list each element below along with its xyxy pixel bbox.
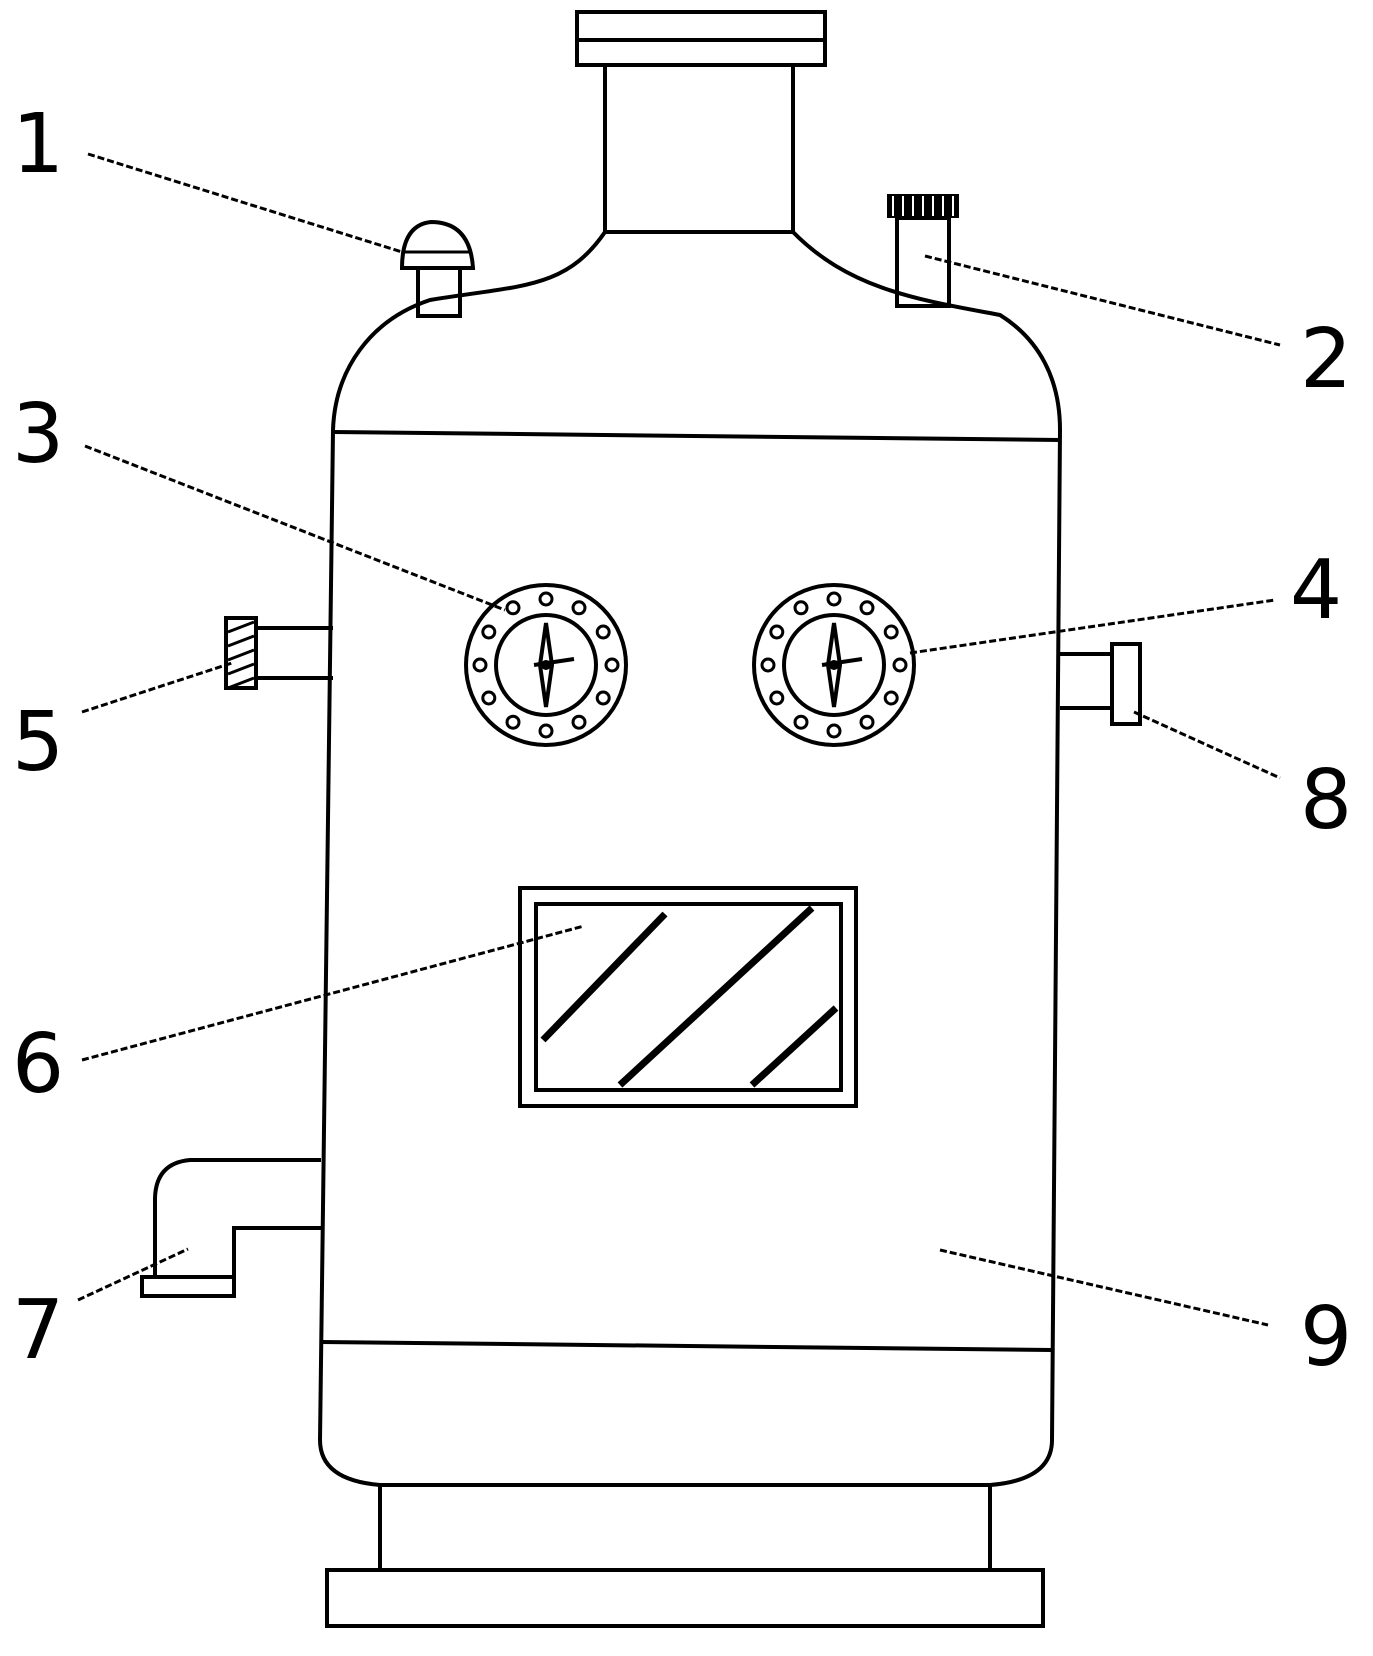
leader-lines bbox=[77, 152, 1281, 1327]
side-nozzle-8 bbox=[1060, 642, 1142, 726]
gauge-tick bbox=[793, 600, 809, 616]
label-7: 7 bbox=[12, 1283, 64, 1378]
gauge-inner-ring bbox=[782, 613, 886, 717]
gauge-tick bbox=[892, 657, 908, 673]
gauge-tick bbox=[505, 600, 521, 616]
gauge-tick bbox=[481, 624, 497, 640]
gauge-pointer bbox=[533, 657, 575, 667]
gauge-pointer bbox=[821, 657, 863, 667]
side-nozzle-5 bbox=[224, 616, 333, 690]
label-8: 8 bbox=[1300, 753, 1352, 848]
gauge-tick bbox=[769, 690, 785, 706]
knurled-pipe-2 bbox=[887, 194, 959, 308]
gauge-tick bbox=[472, 657, 488, 673]
gauge-tick bbox=[769, 624, 785, 640]
gauge-tick bbox=[859, 600, 875, 616]
gauge-tick bbox=[826, 723, 842, 739]
upper-band bbox=[332, 430, 1061, 442]
gauge-tick bbox=[595, 690, 611, 706]
gauge-tick bbox=[505, 714, 521, 730]
sight-window-6 bbox=[518, 886, 858, 1108]
gauge-hub bbox=[829, 660, 839, 670]
gauge-tick bbox=[604, 657, 620, 673]
gauge-tick bbox=[481, 690, 497, 706]
label-5: 5 bbox=[12, 695, 64, 790]
gauge-tick bbox=[571, 714, 587, 730]
gauge-outer-ring bbox=[752, 583, 916, 747]
pressure-gauge-4 bbox=[752, 583, 916, 747]
cap-valve-1 bbox=[399, 219, 476, 318]
pressure-gauge-3 bbox=[464, 583, 628, 747]
elbow-outlet-7 bbox=[153, 1158, 321, 1277]
gauge-tick bbox=[793, 714, 809, 730]
gauge-tick bbox=[538, 591, 554, 607]
gauge-inner-ring bbox=[494, 613, 598, 717]
gauge-tick bbox=[571, 600, 587, 616]
gauge-tick bbox=[826, 591, 842, 607]
gauge-hub bbox=[541, 660, 551, 670]
outlet-flange-7 bbox=[140, 1275, 236, 1298]
label-6: 6 bbox=[12, 1017, 64, 1112]
gauge-tick bbox=[859, 714, 875, 730]
label-2: 2 bbox=[1300, 312, 1352, 407]
top-neck bbox=[575, 10, 827, 234]
label-1: 1 bbox=[12, 97, 64, 192]
label-3: 3 bbox=[12, 387, 64, 482]
gauge-tick bbox=[883, 690, 899, 706]
gauge-needle bbox=[537, 622, 555, 708]
gauge-tick bbox=[538, 723, 554, 739]
gauge-tick bbox=[883, 624, 899, 640]
vessel-shell bbox=[317, 230, 1063, 1487]
gauge-tick bbox=[595, 624, 611, 640]
gauge-tick bbox=[760, 657, 776, 673]
gauge-needle bbox=[825, 622, 843, 708]
gauge-outer-ring bbox=[464, 583, 628, 747]
label-4: 4 bbox=[1290, 543, 1342, 638]
lower-band bbox=[320, 1340, 1053, 1352]
label-9: 9 bbox=[1300, 1290, 1352, 1385]
vessel-base bbox=[325, 1485, 1045, 1628]
